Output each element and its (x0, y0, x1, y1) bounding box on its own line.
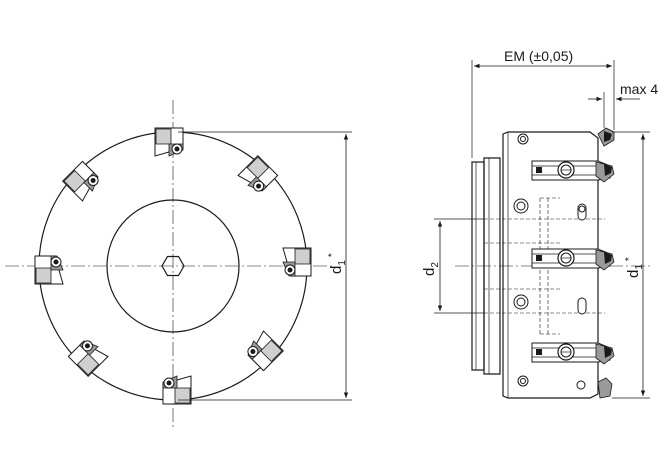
side-bottom-insert-tip (597, 377, 613, 399)
d1-front-label: d1* (327, 253, 348, 274)
collar (483, 157, 501, 375)
coolant-port-upper-hole (578, 205, 586, 213)
d2-label: d2 (421, 262, 441, 276)
side-main-body (502, 131, 599, 399)
side-insert-lower (531, 342, 615, 365)
side-insert-upper (531, 160, 615, 183)
side-insert-middle (531, 248, 615, 271)
insert-pocket-1 (282, 247, 312, 277)
insert-pocket-2 (247, 330, 285, 372)
front-view: d1* (5, 100, 352, 430)
insert-pocket-5 (34, 255, 64, 285)
side-screw-top (517, 133, 529, 145)
insert-pocket-7 (154, 127, 184, 157)
d1-side-label: d1* (624, 257, 645, 278)
side-view: EM (±0,05) max 4 d2 d1* (421, 48, 658, 399)
insert-pocket-3 (162, 375, 192, 405)
coolant-port-lower (577, 297, 587, 315)
insert-pocket-8 (237, 154, 279, 192)
coolant-port-bottom (576, 380, 586, 390)
side-screw-lower (513, 294, 529, 310)
insert-pocket-6 (61, 160, 99, 202)
em-label: EM (±0,05) (504, 48, 573, 64)
side-screw-upper (513, 198, 529, 214)
hex-socket (161, 255, 185, 277)
insert-pocket-4 (67, 340, 109, 378)
side-top-insert-tip (597, 127, 615, 147)
insert-pockets (34, 127, 312, 405)
side-screw-bottom (517, 375, 529, 387)
side-inserts (531, 127, 615, 399)
cutter-hub-circle (106, 199, 240, 333)
max-label: max 4 (620, 81, 658, 97)
